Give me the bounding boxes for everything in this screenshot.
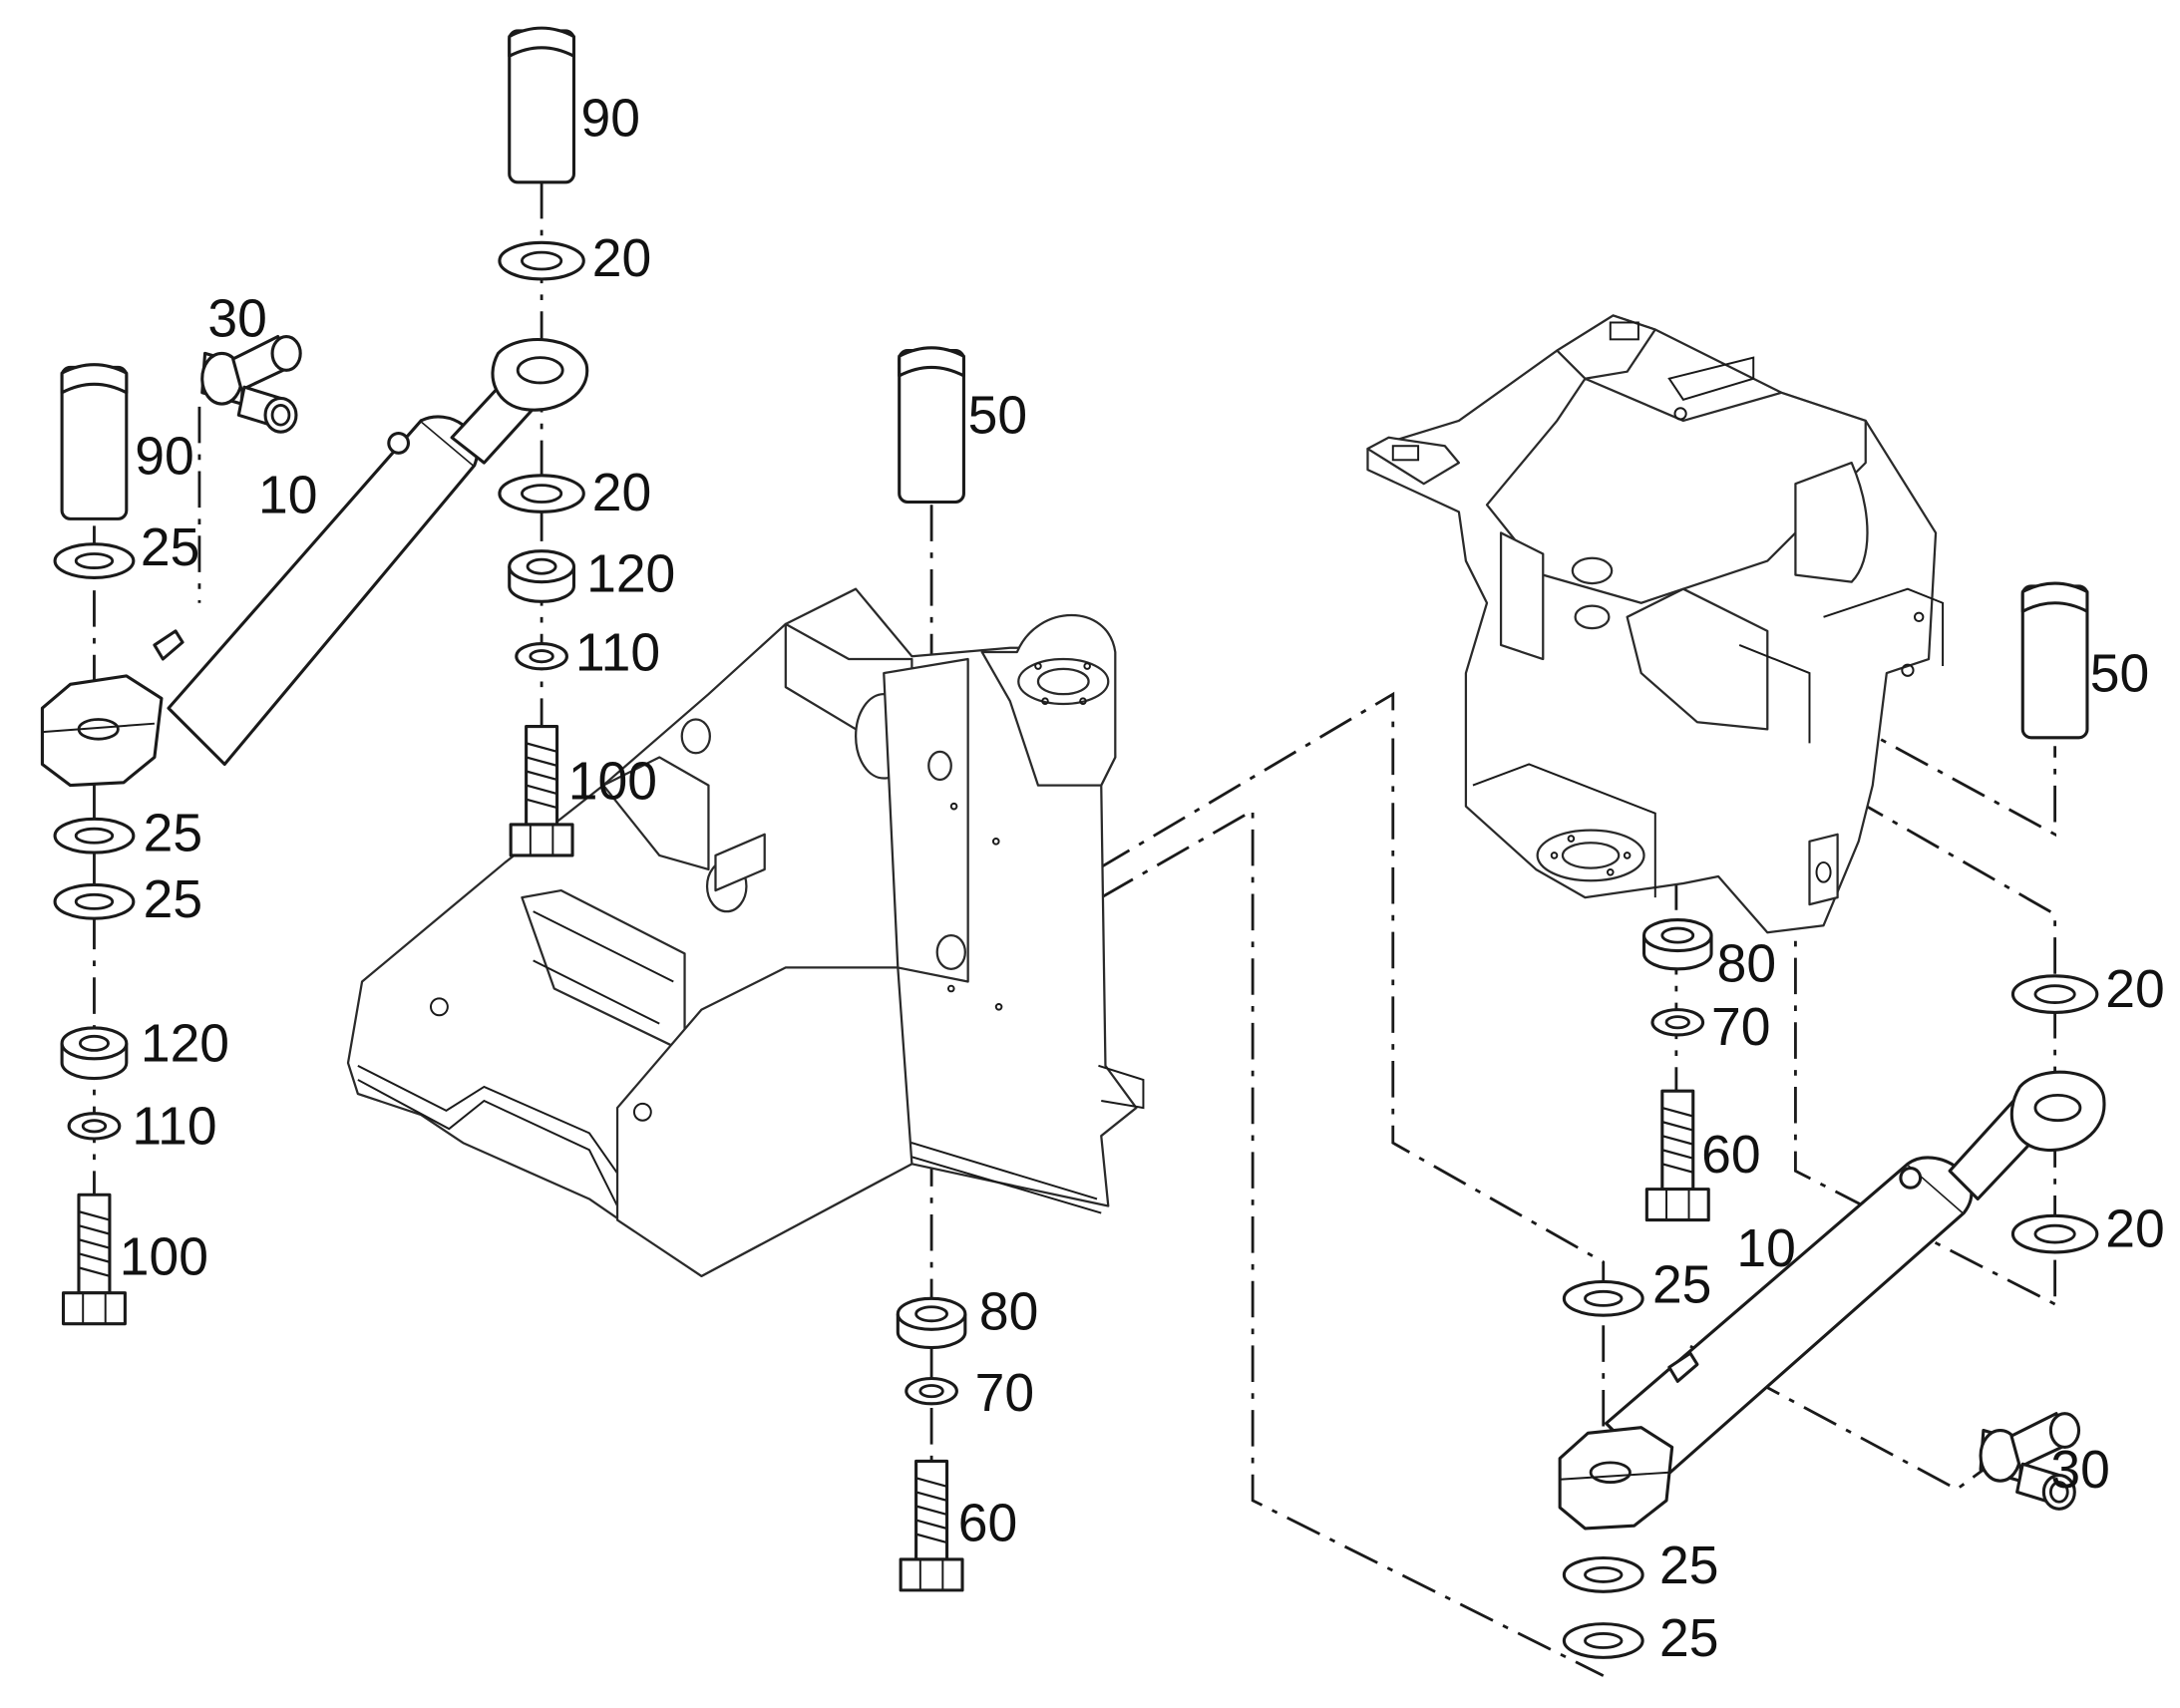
callout-50-mid: 50 (968, 387, 1027, 446)
bolt-100-a (509, 724, 574, 857)
bolt-100-b (61, 1193, 127, 1326)
callout-20-c: 20 (2105, 960, 2164, 1019)
callout-110-b: 110 (132, 1098, 216, 1157)
cylinder-10-left-barrel (167, 419, 477, 767)
pin-90-left (60, 363, 129, 520)
pin-50-mid (898, 346, 965, 505)
tee-fitting-30-left (200, 334, 302, 434)
callout-25-a: 25 (141, 518, 199, 577)
callout-10-right: 10 (1736, 1219, 1795, 1278)
callout-25-b: 25 (144, 805, 202, 863)
callout-labels: 90 20 30 90 10 20 25 120 110 100 25 25 1… (120, 89, 2165, 1668)
callout-25-d: 25 (1652, 1256, 1711, 1315)
callout-25-f: 25 (1659, 1609, 1718, 1668)
callout-70-mid: 70 (975, 1364, 1034, 1423)
callout-30-right: 30 (2050, 1441, 2109, 1500)
bolt-60-right (1644, 1089, 1710, 1222)
callout-120-a: 120 (586, 545, 675, 604)
callout-90-top: 90 (580, 89, 639, 148)
callout-20-b: 20 (592, 464, 651, 522)
bolt-60-mid (899, 1459, 964, 1592)
callout-80-right: 80 (1717, 934, 1776, 993)
callout-70-right: 70 (1711, 998, 1770, 1057)
callout-25-e: 25 (1659, 1537, 1718, 1595)
rear-frame (1366, 314, 1945, 934)
callout-80-mid: 80 (979, 1282, 1038, 1341)
callout-100-b: 100 (120, 1227, 208, 1286)
center-loader-frame (346, 587, 1145, 1277)
right-cylinder-assembly (1558, 581, 2106, 1659)
pin-50-right (2020, 581, 2089, 740)
callout-20-a: 20 (592, 229, 651, 288)
callout-110-a: 110 (575, 623, 660, 682)
callout-30-left: 30 (207, 290, 266, 349)
callout-90-left: 90 (135, 427, 193, 486)
callout-60-right: 60 (1701, 1126, 1760, 1185)
pin-90-top (508, 26, 575, 184)
callout-120-b: 120 (141, 1015, 229, 1074)
center-pivot-parts (896, 346, 967, 1592)
callout-10-left: 10 (258, 467, 317, 525)
callout-25-c: 25 (144, 870, 202, 929)
callout-60-mid: 60 (958, 1495, 1017, 1553)
callout-50-right: 50 (2090, 644, 2149, 703)
left-cylinder-assembly (40, 26, 589, 1326)
callout-100-a: 100 (568, 753, 657, 812)
callout-20-d: 20 (2105, 1199, 2164, 1258)
